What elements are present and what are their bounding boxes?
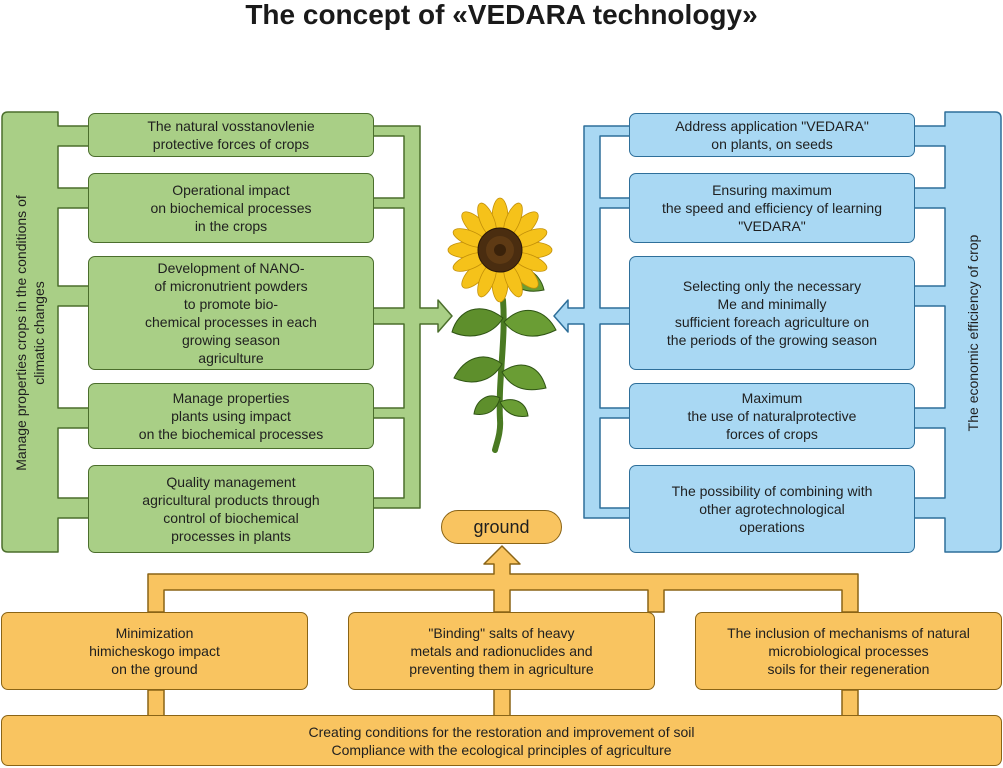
bottom-box-2: "Binding" salts of heavy metals and radi… (348, 612, 655, 690)
bottom-box-3: The inclusion of mechanisms of natural m… (695, 612, 1002, 690)
left-vertical-label: Manage properties crops in the condition… (13, 195, 47, 471)
page-title: The concept of «VEDARA technology» (245, 0, 758, 30)
left-box-5: Quality management agricultural products… (88, 465, 374, 553)
right-box-5: The possibility of combining with other … (629, 465, 915, 553)
right-vertical-label: The economic efficiency of crop (965, 234, 981, 432)
sunflower-icon (447, 197, 557, 453)
bottom-box-1: Minimization himicheskogo impact on the … (1, 612, 308, 690)
ground-label: ground (441, 510, 562, 544)
right-box-1: Address application "VEDARA" on plants, … (629, 113, 915, 157)
right-box-3: Selecting only the necessary Me and mini… (629, 256, 915, 370)
bottom-base-box: Creating conditions for the restoration … (1, 715, 1002, 766)
left-box-1: The natural vosstanovlenie protective fo… (88, 113, 374, 157)
left-box-4: Manage properties plants using impact on… (88, 383, 374, 449)
left-box-2: Operational impact on biochemical proces… (88, 173, 374, 243)
right-box-4: Maximum the use of naturalprotective for… (629, 383, 915, 449)
left-box-3: Development of NANO- of micronutrient po… (88, 256, 374, 370)
right-box-2: Ensuring maximum the speed and efficienc… (629, 173, 915, 243)
